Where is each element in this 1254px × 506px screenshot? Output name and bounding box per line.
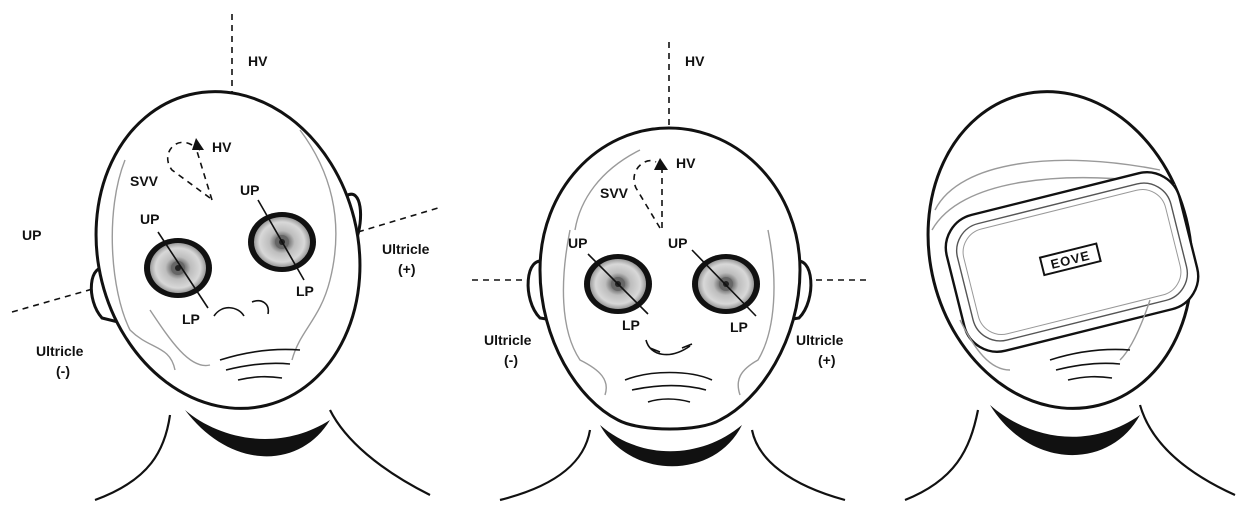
left-eye [144,238,212,298]
label-utricle-neg-sign: (-) [56,363,70,379]
label-hv-rotation: HV [676,155,696,171]
label-up-left-eye: UP [568,235,587,251]
label-lp-left-eye: LP [622,317,640,333]
neck [905,410,978,500]
interaural-axis-line-right [358,208,438,232]
neck [1140,405,1235,495]
neck [330,410,430,495]
panel-left-tilted-head: HV HV SVV UP UP UP LP LP Ultricle (+) Ul… [12,14,438,500]
label-up-right-eye: UP [668,235,687,251]
neck [500,430,590,500]
label-hv-top: HV [685,53,705,69]
label-hv-rotation: HV [212,139,232,155]
label-hv-top: HV [248,53,268,69]
neck-shadow [600,425,742,466]
label-utricle-pos-sign: (+) [818,352,836,368]
label-up-right-eye: UP [240,182,259,198]
neck [95,415,170,500]
label-utricle-neg: Ultricle [36,343,84,359]
label-utricle-pos: Ultricle [796,332,844,348]
label-utricle-neg: Ultricle [484,332,532,348]
panel-right-goggle-head: EOVE [895,63,1235,500]
label-svv: SVV [130,173,159,189]
label-utricle-pos-sign: (+) [398,261,416,277]
label-utricle-pos: Ultricle [382,241,430,257]
label-up-outer: UP [22,227,41,243]
label-up-left-eye: UP [140,211,159,227]
label-svv: SVV [600,185,629,201]
label-utricle-neg-sign: (-) [504,352,518,368]
label-lp-left-eye: LP [182,311,200,327]
label-lp-right-eye: LP [730,319,748,335]
neck-shadow [990,405,1140,455]
panel-center-upright-head: HV HV SVV UP UP LP LP Ultricle (-) Ultri… [472,42,870,500]
neck [752,430,845,500]
label-lp-right-eye: LP [296,283,314,299]
neck-shadow [185,410,330,456]
head-outline [540,128,800,429]
